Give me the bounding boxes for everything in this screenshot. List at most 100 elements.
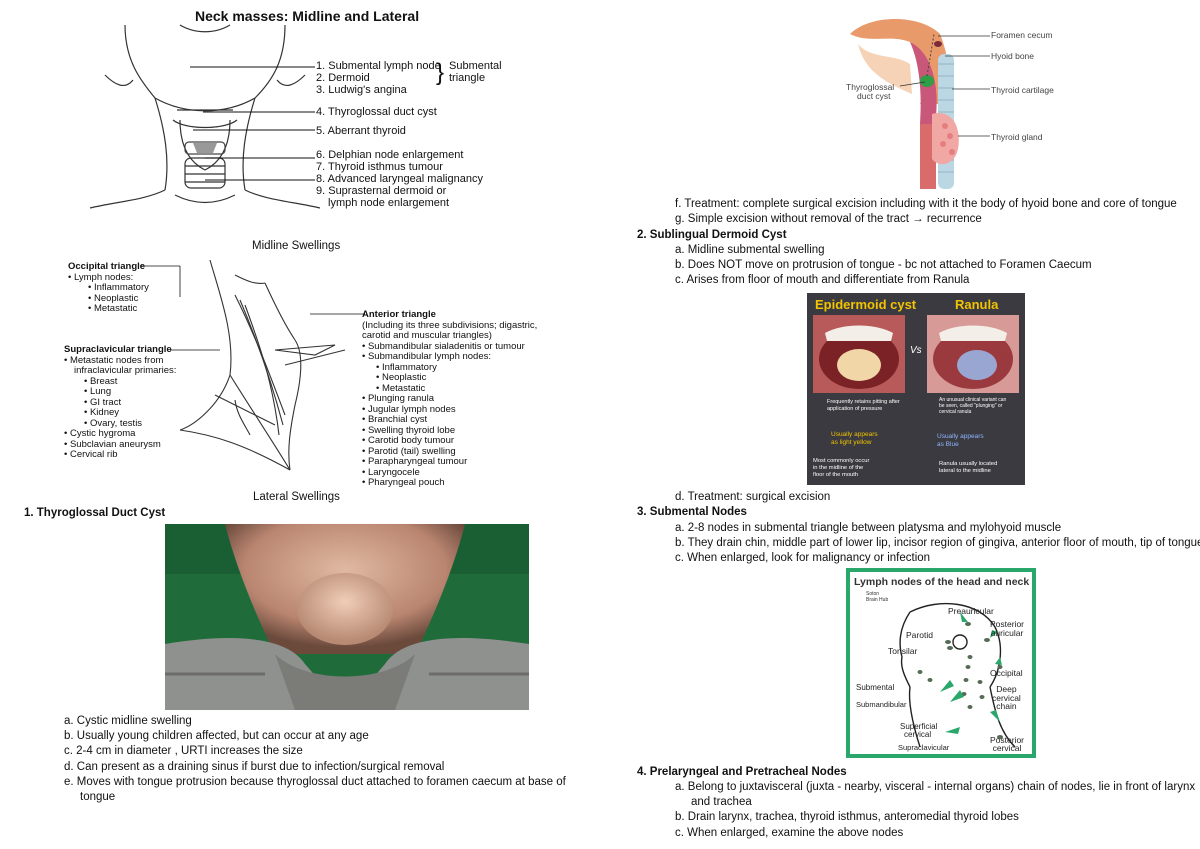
anterior-line: • Parapharyngeal tumour — [362, 456, 468, 467]
list-item: a. Belong to juxtavisceral (juxta - near… — [675, 781, 1196, 793]
midline-item: 6. Delphian node enlargement — [316, 149, 464, 161]
list-item: and trachea — [691, 796, 752, 809]
ranula-variant-note: An unusual clinical variant can be seen,… — [939, 397, 1006, 415]
preauricular-label: Preauricular — [948, 606, 994, 616]
posterior-auricular-label: Posterior auricular — [990, 620, 1024, 638]
list-item: c. When enlarged, examine the above node… — [675, 826, 904, 839]
supraclavicular-line: • Cervical rib — [64, 449, 118, 460]
list-item: c. 2-4 cm in diameter , URTI increases t… — [64, 745, 303, 758]
deep-cervical-label: Deep cervical chain — [992, 685, 1021, 711]
note-line: Usually appears — [831, 431, 878, 438]
list-item: d. Can present as a draining sinus if bu… — [64, 760, 445, 773]
epidermoid-location-note: Most commonly occur in the midline of th… — [813, 458, 869, 479]
list-item: a. Cystic midline swelling — [64, 715, 192, 727]
list-item: b. Usually young children affected, but … — [64, 730, 369, 743]
midline-caption: Midline Swellings — [252, 240, 341, 252]
thyroglossal-anatomy-diagram — [850, 19, 990, 189]
thyroglossal-cyst-label: duct cyst — [857, 91, 891, 101]
supraclavicular-line: • Breast — [84, 375, 118, 387]
label-line: cervical — [992, 743, 1022, 753]
brand-line: Brain Hub — [866, 597, 889, 603]
page-title: Neck masses: Midline and Lateral — [195, 8, 420, 24]
occipital-line: • Metastatic — [88, 303, 138, 314]
parotid-label: Parotid — [906, 630, 933, 640]
supraclavicular-line: • GI tract — [84, 396, 122, 408]
submental-label: triangle — [449, 72, 486, 84]
label-line: Posterior — [990, 735, 1025, 745]
mouth-photos — [813, 315, 1019, 393]
anterior-line: • Swelling thyroid lobe — [362, 424, 456, 436]
label-line: chain — [996, 701, 1017, 711]
foramen-cecum-label: Foramen cecum — [991, 30, 1053, 40]
lateral-neck-diagram — [179, 259, 346, 471]
epidermoid-vs-ranula-figure: Epidermoid cyst Ranula Vs Frequently ret… — [807, 293, 1025, 485]
list-item: e. Moves with tongue protrusion because … — [64, 775, 566, 788]
lymph-nodes-figure: Lymph nodes of the head and neck Soton B… — [846, 568, 1036, 758]
section-4-list: a. Belong to juxtavisceral (juxta - near… — [675, 780, 1195, 841]
items-f-g: f. Treatment: complete surgical excision… — [675, 197, 1177, 227]
anterior-line: • Laryngocele — [362, 466, 420, 478]
epidermoid-note: Frequently retains pitting after applica… — [827, 399, 900, 412]
label-line: Deep — [996, 684, 1017, 694]
midline-item: 8. Advanced laryngeal malignancy — [316, 173, 483, 185]
submandibular-label: Submandibular — [856, 700, 907, 709]
midline-item: 7. Thyroid isthmus tumour — [316, 161, 443, 173]
label-line: auricular — [990, 628, 1024, 638]
anterior-line: • Neoplastic — [376, 372, 427, 383]
section-3-list: a. 2-8 nodes in submental triangle betwe… — [675, 521, 1200, 567]
list-item: a. 2-8 nodes in submental triangle betwe… — [675, 522, 1062, 534]
occipital-title: Occipital triangle — [68, 261, 146, 272]
midline-item: 2. Dermoid — [316, 72, 370, 84]
anterior-line: • Pharyngeal pouch — [362, 477, 445, 488]
hyoid-bone-label: Hyoid bone — [991, 51, 1035, 61]
midline-neck-diagram — [89, 24, 321, 209]
list-item: c. When enlarged, look for malignancy or… — [675, 552, 931, 565]
occipital-line: • Lymph nodes: — [68, 271, 134, 283]
midline-item: 4. Thyroglossal duct cyst — [316, 106, 437, 118]
note-line: application of pressure — [827, 405, 883, 412]
section-heading-4: 4. Prelaryngeal and Pretracheal Nodes — [637, 766, 847, 778]
note-line: as light yellow — [831, 438, 872, 446]
brace-icon: } — [436, 59, 445, 86]
midline-item: 1. Submental lymph node — [316, 60, 441, 72]
section-2-list: a. Midline submental swelling b. Does NO… — [675, 243, 1092, 289]
epidermoid-title: Epidermoid cyst — [815, 297, 917, 312]
lymph-title: Lymph nodes of the head and neck — [854, 576, 1030, 588]
thyroglossal-cyst-photo — [165, 524, 529, 710]
anterior-line: (Including its three subdivisions; digas… — [362, 319, 538, 331]
supraclavicular-line: • Subclavian aneurysm — [64, 438, 161, 450]
section-heading-1: 1. Thyroglossal Duct Cyst — [24, 507, 166, 519]
section-heading-2: 2. Sublingual Dermoid Cyst — [637, 229, 787, 241]
anterior-title: Anterior triangle — [362, 309, 436, 320]
brand-label: Soton Brain Hub — [866, 591, 888, 603]
thyroid-gland-label: Thyroid gland — [991, 132, 1043, 142]
anterior-line: • Parotid (tail) swelling — [362, 445, 456, 457]
submental-label: Submental — [449, 60, 502, 72]
posterior-cervical-label: Posterior cervical — [990, 735, 1025, 753]
note-line: Ranula usually located — [939, 461, 998, 467]
ranula-title: Ranula — [955, 297, 999, 312]
lymph-head-illustration — [899, 602, 1016, 748]
note-line: Most commonly occur — [813, 458, 870, 464]
ranula-color-note: Usually appears as Blue — [937, 433, 984, 448]
section-heading-3: 3. Submental Nodes — [637, 506, 747, 518]
list-item: b. Drain larynx, trachea, thyroid isthmu… — [675, 811, 1019, 824]
list-item: a. Midline submental swelling — [675, 244, 825, 256]
lateral-caption: Lateral Swellings — [253, 491, 340, 503]
occipital-label: Occipital — [990, 668, 1023, 678]
note-line: floor of the mouth — [813, 472, 859, 478]
supraclavicular-line: • Cystic hygroma — [64, 428, 136, 439]
anterior-line: • Branchial cyst — [362, 414, 428, 425]
note-line: as Blue — [937, 440, 959, 448]
anterior-line: • Jugular lymph nodes — [362, 403, 456, 415]
section-1-list: a. Cystic midline swelling b. Usually yo… — [64, 714, 566, 805]
submental-label-fig: Submental — [856, 683, 895, 692]
note-line: in the midline of the — [813, 465, 864, 471]
anterior-line: • Submandibular lymph nodes: — [362, 351, 492, 362]
note-line: Frequently retains pitting after — [827, 399, 900, 405]
list-item: c. Arises from floor of mouth and differ… — [675, 274, 970, 287]
label-line: cervical — [992, 692, 1021, 703]
list-item: tongue — [80, 791, 116, 804]
epidermoid-color-note: Usually appears as light yellow — [831, 431, 878, 446]
anterior-line: • Plunging ranula — [362, 393, 434, 404]
